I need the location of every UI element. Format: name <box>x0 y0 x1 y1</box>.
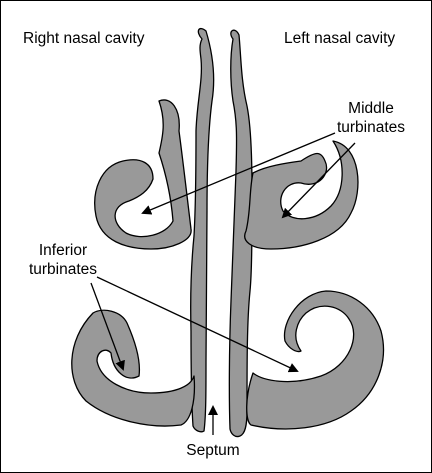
septum-right-half <box>191 29 214 432</box>
label-inferior-turbinates: Inferior turbinates <box>21 241 105 279</box>
label-middle-line1: Middle <box>331 99 411 118</box>
label-middle-line2: turbinates <box>331 118 411 137</box>
label-middle-turbinates: Middle turbinates <box>331 99 411 137</box>
left-inferior-turbinate <box>247 291 384 429</box>
right-middle-turbinate <box>95 100 191 249</box>
label-septum: Septum <box>169 441 257 460</box>
right-inferior-turbinate <box>72 310 195 426</box>
label-inferior-line2: turbinates <box>21 260 105 279</box>
label-left-nasal-cavity: Left nasal cavity <box>284 29 395 48</box>
label-right-nasal-cavity: Right nasal cavity <box>23 29 144 48</box>
label-inferior-line1: Inferior <box>21 241 105 260</box>
